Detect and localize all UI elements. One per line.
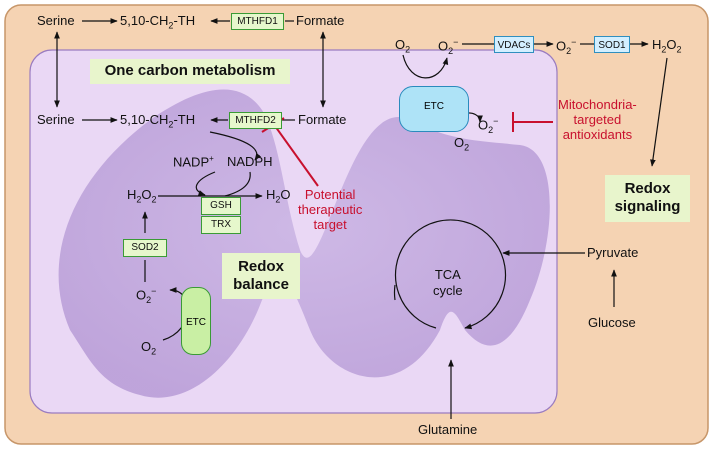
o2-etc-label: O2 xyxy=(454,135,470,153)
gsh-box: GSH xyxy=(201,197,241,215)
h2o-label: H2O xyxy=(266,187,291,205)
one-carbon-title: One carbon metabolism xyxy=(90,59,290,84)
therapeutic-target-label: Potential therapeutic target xyxy=(298,187,363,232)
pyruvate-label: Pyruvate xyxy=(587,245,639,260)
o2-left-label: O2 xyxy=(141,339,157,357)
trx-box: TRX xyxy=(201,216,241,234)
mthfd1-box: MTHFD1 xyxy=(231,13,284,30)
nadp-label: NADP+ xyxy=(173,154,214,170)
h2o2-right-label: H2O2 xyxy=(652,37,682,55)
h2o2-left-label: H2O2 xyxy=(127,187,157,205)
redox-balance-title: Redox balance xyxy=(222,253,300,299)
o2minus-etc-label: O2− xyxy=(478,116,499,135)
mthfd2-box: MTHFD2 xyxy=(229,112,282,129)
antioxidants-label: Mitochondria- targeted antioxidants xyxy=(558,97,637,142)
nadph-label: NADPH xyxy=(227,154,273,169)
vdacs-box: VDACs xyxy=(494,36,534,53)
glucose-label: Glucose xyxy=(588,315,636,330)
serine-top-label: Serine xyxy=(37,13,75,28)
redox-signaling-title: Redox signaling xyxy=(605,175,690,222)
sod2-box: SOD2 xyxy=(123,239,167,257)
ch2th-mid-label: 5,10-CH2-TH xyxy=(120,112,196,130)
o2minus-after-vdac-label: O2− xyxy=(556,37,577,56)
o2-top-label: O2 xyxy=(395,37,411,55)
tca-cycle-label: TCA cycle xyxy=(433,267,463,298)
o2minus-left-label: O2− xyxy=(136,286,157,305)
formate-mid-label: Formate xyxy=(298,112,347,127)
ch2th-top-label: 5,10-CH2-TH xyxy=(120,13,196,31)
sod1-box: SOD1 xyxy=(594,36,630,53)
glutamine-label: Glutamine xyxy=(418,422,478,437)
formate-top-label: Formate xyxy=(296,13,345,28)
etc-left-box: ETC xyxy=(181,287,211,355)
serine-mid-label: Serine xyxy=(37,112,75,127)
o2minus-top-label: O2− xyxy=(438,37,459,56)
etc-right-box: ETC xyxy=(399,86,469,132)
